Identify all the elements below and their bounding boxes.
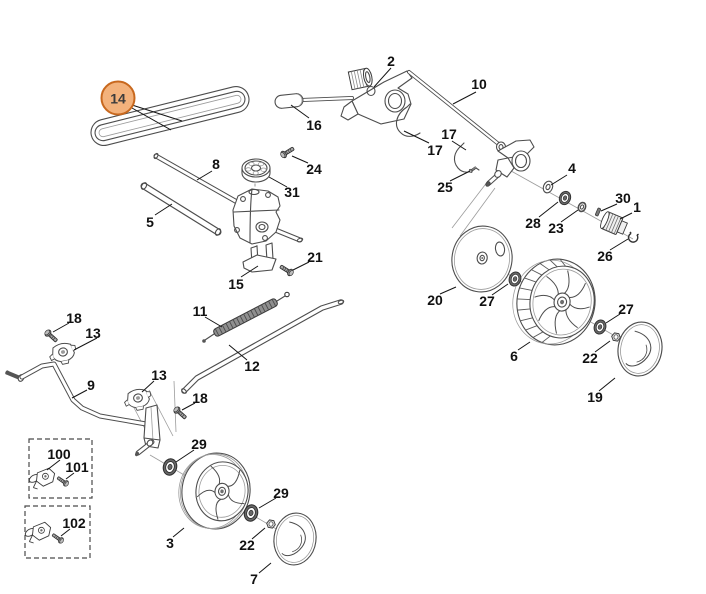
part-label-10[interactable]: 10 bbox=[471, 76, 487, 92]
part-label-21[interactable]: 21 bbox=[307, 249, 323, 265]
part-drawing-drive-small-parts bbox=[542, 180, 639, 243]
part-drawing-pivot-bracket bbox=[468, 139, 535, 187]
part-label-9[interactable]: 9 bbox=[87, 377, 95, 393]
part-label-19[interactable]: 19 bbox=[587, 389, 603, 405]
part-label-2[interactable]: 2 bbox=[387, 53, 395, 69]
part-label-5[interactable]: 5 bbox=[146, 214, 154, 230]
part-label-14[interactable]: 14 bbox=[100, 80, 136, 116]
part-label-15[interactable]: 15 bbox=[228, 276, 244, 292]
leader-lines bbox=[46, 67, 633, 574]
part-drawing-front-wheel bbox=[178, 452, 251, 530]
part-label-8[interactable]: 8 bbox=[212, 156, 220, 172]
part-label-29a[interactable]: 29 bbox=[191, 436, 207, 452]
part-label-27a[interactable]: 27 bbox=[479, 293, 495, 309]
part-label-25[interactable]: 25 bbox=[437, 179, 453, 195]
part-label-20[interactable]: 20 bbox=[427, 292, 443, 308]
part-label-17a[interactable]: 17 bbox=[427, 142, 443, 158]
part-label-28[interactable]: 28 bbox=[525, 215, 541, 231]
part-drawing-front-wheel-bracket bbox=[134, 404, 161, 457]
part-drawing-gearbox bbox=[232, 188, 281, 245]
part-label-101[interactable]: 101 bbox=[65, 459, 89, 475]
part-label-102[interactable]: 102 bbox=[62, 515, 86, 531]
part-drawing-spring bbox=[202, 291, 290, 343]
part-label-13a[interactable]: 13 bbox=[85, 325, 101, 341]
option-box-102 bbox=[22, 505, 91, 559]
part-drawing-pulley bbox=[241, 158, 271, 183]
part-drawing-dust-disc bbox=[451, 225, 513, 293]
part-label-7[interactable]: 7 bbox=[250, 571, 258, 587]
part-label-13b[interactable]: 13 bbox=[151, 367, 167, 383]
part-drawing-link-rod bbox=[181, 299, 345, 394]
part-label-30[interactable]: 30 bbox=[615, 190, 631, 206]
part-label-12[interactable]: 12 bbox=[244, 358, 260, 374]
part-drawing-height-rod bbox=[407, 70, 503, 148]
part-label-18b[interactable]: 18 bbox=[192, 390, 208, 406]
part-label-27b[interactable]: 27 bbox=[618, 301, 634, 317]
part-label-17b[interactable]: 17 bbox=[441, 126, 457, 142]
part-drawing-knob bbox=[347, 67, 373, 91]
part-label-11[interactable]: 11 bbox=[192, 303, 208, 319]
part-label-1[interactable]: 1 bbox=[633, 199, 641, 215]
part-label-16[interactable]: 16 bbox=[306, 117, 322, 133]
part-drawing-shafts bbox=[140, 152, 304, 243]
part-drawing-handle-grip bbox=[274, 93, 354, 109]
part-drawing-front-axle-rod bbox=[5, 361, 149, 427]
part-label-31[interactable]: 31 bbox=[284, 184, 300, 200]
part-label-18a[interactable]: 18 bbox=[66, 310, 82, 326]
part-label-100[interactable]: 100 bbox=[47, 446, 71, 462]
part-drawing-rear-wheel bbox=[512, 258, 596, 346]
part-label-29b[interactable]: 29 bbox=[273, 485, 289, 501]
part-drawing-lever-bracket bbox=[340, 70, 413, 125]
part-drawing-gearbox-bracket bbox=[242, 242, 296, 278]
part-label-3[interactable]: 3 bbox=[166, 535, 174, 551]
part-label-4[interactable]: 4 bbox=[568, 160, 576, 176]
part-label-6[interactable]: 6 bbox=[510, 348, 518, 364]
part-label-23[interactable]: 23 bbox=[548, 220, 564, 236]
part-label-26[interactable]: 26 bbox=[597, 248, 613, 264]
part-label-22b[interactable]: 22 bbox=[239, 537, 255, 553]
part-label-24[interactable]: 24 bbox=[306, 161, 322, 177]
part-label-22a[interactable]: 22 bbox=[582, 350, 598, 366]
option-box-100-101 bbox=[26, 438, 93, 499]
part-drawing-belt bbox=[90, 85, 250, 147]
